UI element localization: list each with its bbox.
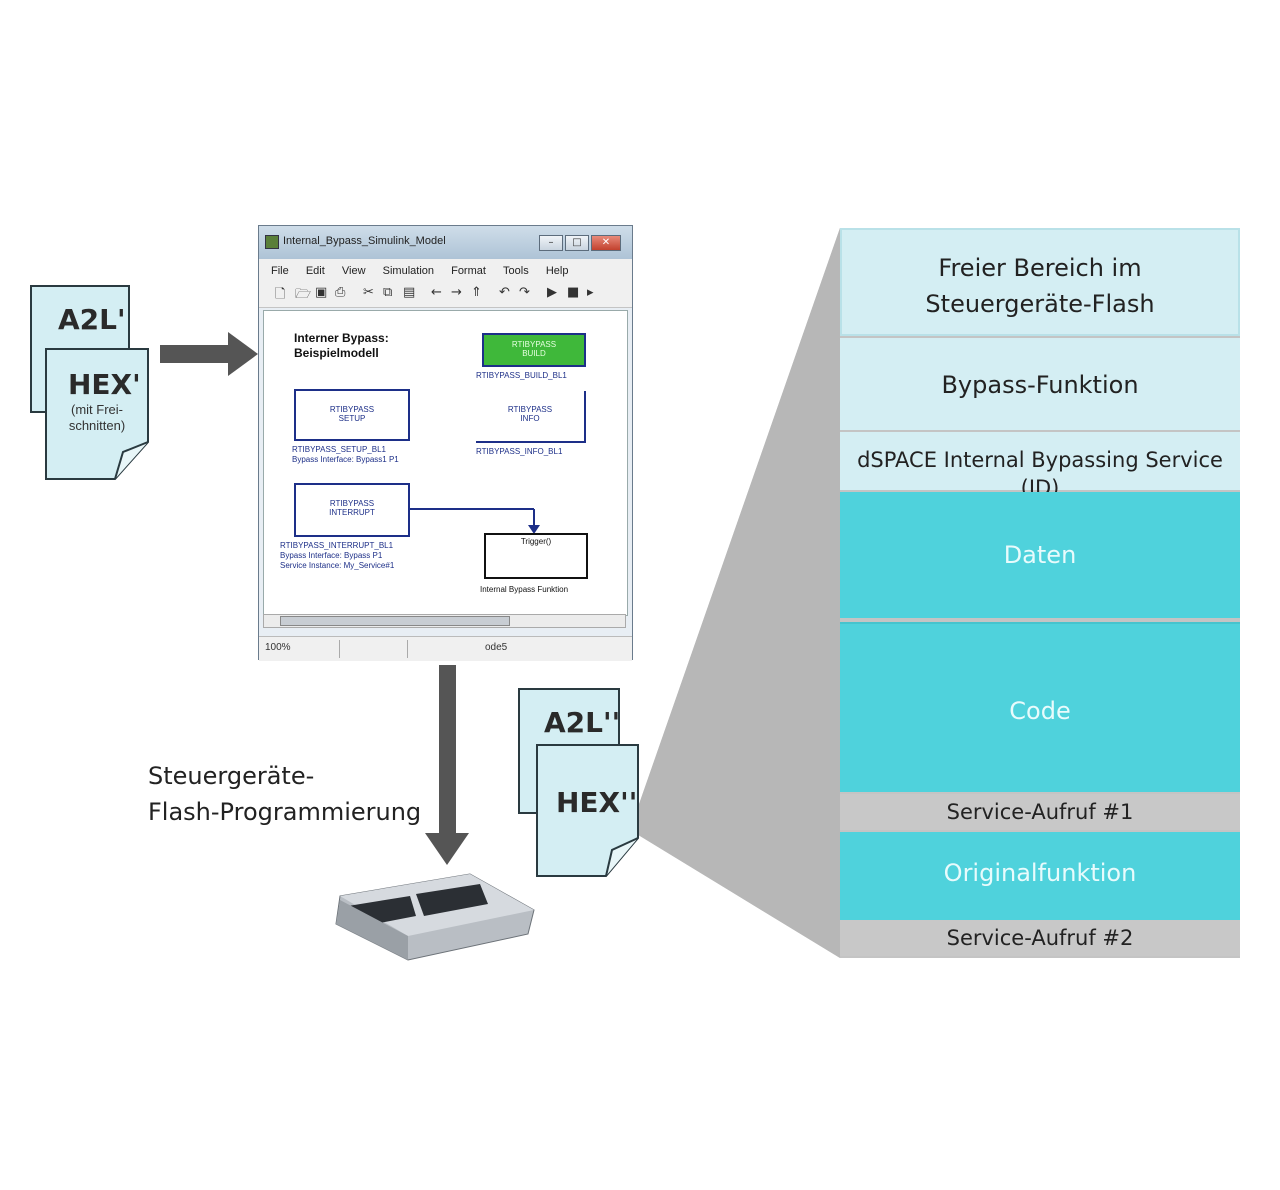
flash-programming-label: Steuergeräte- Flash-Programmierung xyxy=(148,762,422,826)
memory-code-label: Code xyxy=(1009,697,1071,725)
memory-bypass-function: Bypass-Funktion xyxy=(840,338,1240,430)
menu-bar: File Edit View Simulation Format Tools H… xyxy=(259,259,632,279)
hex-doc-right-label: HEX'' xyxy=(556,786,638,819)
ecu-device-image xyxy=(335,873,535,961)
forward-icon[interactable]: → xyxy=(451,285,462,300)
back-icon[interactable]: ← xyxy=(431,285,442,300)
hex-doc-left xyxy=(45,348,149,480)
maximize-button[interactable]: □ xyxy=(565,235,589,251)
a2l-doc-right-label: A2L'' xyxy=(544,706,621,739)
print-icon[interactable]: ⎙ xyxy=(335,285,346,300)
status-divider-1 xyxy=(339,640,340,658)
menu-simulation[interactable]: Simulation xyxy=(382,265,434,277)
hex-doc-right xyxy=(536,744,639,877)
hex-doc-left-sub: (mit Frei- schnitten) xyxy=(68,402,126,433)
menu-view[interactable]: View xyxy=(341,265,366,277)
trigger-block[interactable]: Trigger() xyxy=(484,533,588,579)
minimize-button[interactable]: – xyxy=(539,235,563,251)
up-icon[interactable]: ⇑ xyxy=(471,285,482,300)
info-block[interactable]: RTIBYPASS INFO xyxy=(476,391,586,443)
simulink-window: Internal_Bypass_Simulink_Model – □ ✕ Fil… xyxy=(258,225,633,661)
interrupt-block[interactable]: RTIBYPASS INTERRUPT xyxy=(294,483,410,537)
memory-free-area-label: Freier Bereich im Steuergeräte-Flash xyxy=(925,254,1155,318)
menu-format[interactable]: Format xyxy=(451,265,486,277)
memory-service-call-2-label: Service-Aufruf #2 xyxy=(946,926,1134,950)
window-titlebar: Internal_Bypass_Simulink_Model – □ ✕ xyxy=(259,226,632,259)
undo-icon[interactable]: ↶ xyxy=(499,285,510,300)
memory-service-call-1-label: Service-Aufruf #1 xyxy=(946,800,1134,824)
a2l-doc-left-label: A2L' xyxy=(58,303,126,336)
menu-help[interactable]: Help xyxy=(545,265,569,277)
status-bar: 100% ode5 xyxy=(259,636,632,661)
scroll-thumb[interactable] xyxy=(280,616,510,626)
build-block-caption: RTIBYPASS_BUILD_BL1 xyxy=(476,371,567,380)
status-zoom: 100% xyxy=(265,642,291,653)
model-title: Interner Bypass: Beispielmodell xyxy=(294,331,389,360)
memory-code: Code xyxy=(840,622,1240,792)
redo-icon[interactable]: ↷ xyxy=(519,285,530,300)
setup-block-caption: RTIBYPASS_SETUP_BL1 Bypass Interface: By… xyxy=(292,445,399,464)
memory-data: Daten xyxy=(840,492,1240,618)
model-canvas[interactable]: Interner Bypass: Beispielmodell RTIBYPAS… xyxy=(263,310,628,616)
copy-icon[interactable]: ⧉ xyxy=(383,285,393,300)
memory-bypass-function-label: Bypass-Funktion xyxy=(941,371,1139,399)
new-file-icon[interactable]: 🗋 xyxy=(275,287,286,302)
arrow-right xyxy=(160,332,258,376)
simulink-icon xyxy=(265,235,279,249)
memory-service-call-1: Service-Aufruf #1 xyxy=(840,794,1240,830)
memory-free-area: Freier Bereich im Steuergeräte-Flash xyxy=(840,228,1240,336)
horizontal-scrollbar[interactable] xyxy=(263,614,626,628)
build-block[interactable]: RTIBYPASS BUILD xyxy=(482,333,586,367)
more-icon[interactable]: ▸ xyxy=(587,285,594,300)
play-icon[interactable]: ▶ xyxy=(547,285,557,300)
interrupt-block-caption: RTIBYPASS_INTERRUPT_BL1 Bypass Interface… xyxy=(280,541,395,570)
menu-file[interactable]: File xyxy=(271,265,289,277)
close-button[interactable]: ✕ xyxy=(591,235,621,251)
hex-doc-left-label: HEX' xyxy=(68,368,141,401)
stop-icon[interactable]: ■ xyxy=(567,285,580,300)
memory-dspace-service-label: dSPACE Internal Bypassing Service (ID) xyxy=(857,448,1223,500)
arrow-down xyxy=(425,665,469,865)
signal-line xyxy=(410,508,540,534)
menu-edit[interactable]: Edit xyxy=(305,265,325,277)
memory-original-function: Originalfunktion xyxy=(840,832,1240,920)
memory-original-function-label: Originalfunktion xyxy=(943,859,1137,887)
window-title: Internal_Bypass_Simulink_Model xyxy=(283,235,446,247)
trigger-block-caption: Internal Bypass Funktion xyxy=(480,585,569,594)
cut-icon[interactable]: ✂ xyxy=(363,285,374,300)
menu-tools[interactable]: Tools xyxy=(503,265,529,277)
memory-data-label: Daten xyxy=(1003,541,1077,569)
open-folder-icon[interactable]: 🗁 xyxy=(295,287,312,302)
toolbar: 🗋 🗁 ▣ ⎙ ✂ ⧉ ▤ ← → ⇑ ↶ ↷ ▶ ■ ▸ xyxy=(259,279,632,308)
status-solver: ode5 xyxy=(485,642,508,653)
memory-dspace-service: dSPACE Internal Bypassing Service (ID) xyxy=(840,432,1240,500)
paste-icon[interactable]: ▤ xyxy=(403,285,416,300)
memory-service-call-2: Service-Aufruf #2 xyxy=(840,920,1240,956)
info-block-caption: RTIBYPASS_INFO_BL1 xyxy=(476,447,563,456)
save-icon[interactable]: ▣ xyxy=(315,285,328,300)
setup-block[interactable]: RTIBYPASS SETUP xyxy=(294,389,410,441)
status-divider-2 xyxy=(407,640,408,658)
